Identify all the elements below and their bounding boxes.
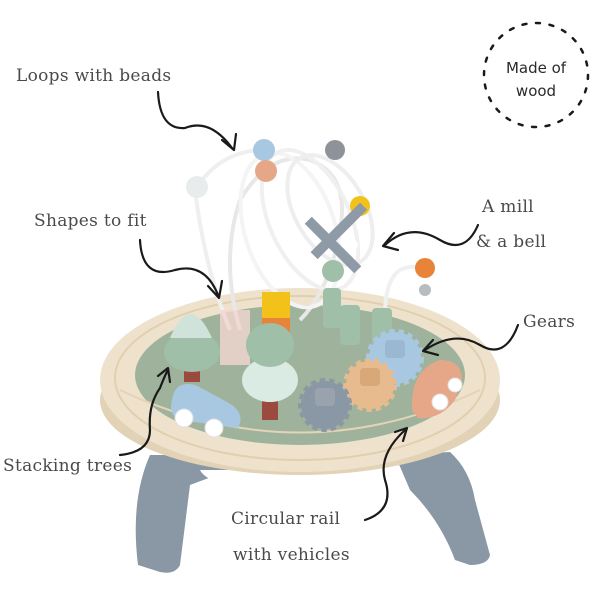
gears (298, 329, 424, 432)
callout-rail-line-1: Circular rail (231, 509, 341, 529)
callout-stacking-trees: Stacking trees (3, 456, 133, 476)
badge-line-1: Made of (505, 59, 567, 77)
callout-loops-with-beads: Loops with beads (16, 66, 172, 86)
callout-shapes-to-fit: Shapes to fit (34, 211, 147, 231)
callout-rail-line-2: with vehicles (233, 545, 350, 565)
made-of-wood-badge-ring (482, 21, 590, 129)
callout-gears: Gears (523, 312, 576, 332)
made-of-wood-badge: Made of wood (486, 57, 586, 102)
stacking-tree-center (242, 323, 298, 420)
table-legs (135, 452, 490, 573)
callout-mill-line-1: A mill (482, 197, 534, 217)
badge-line-2: wood (515, 81, 557, 100)
vehicle-blue-car (171, 384, 241, 438)
stacking-tree-left (164, 314, 220, 382)
callout-arrows (118, 90, 520, 522)
callout-mill-line-2: & a bell (476, 232, 547, 252)
bell (383, 258, 435, 316)
windmill (304, 202, 368, 274)
vehicle-peach-car (411, 360, 463, 419)
